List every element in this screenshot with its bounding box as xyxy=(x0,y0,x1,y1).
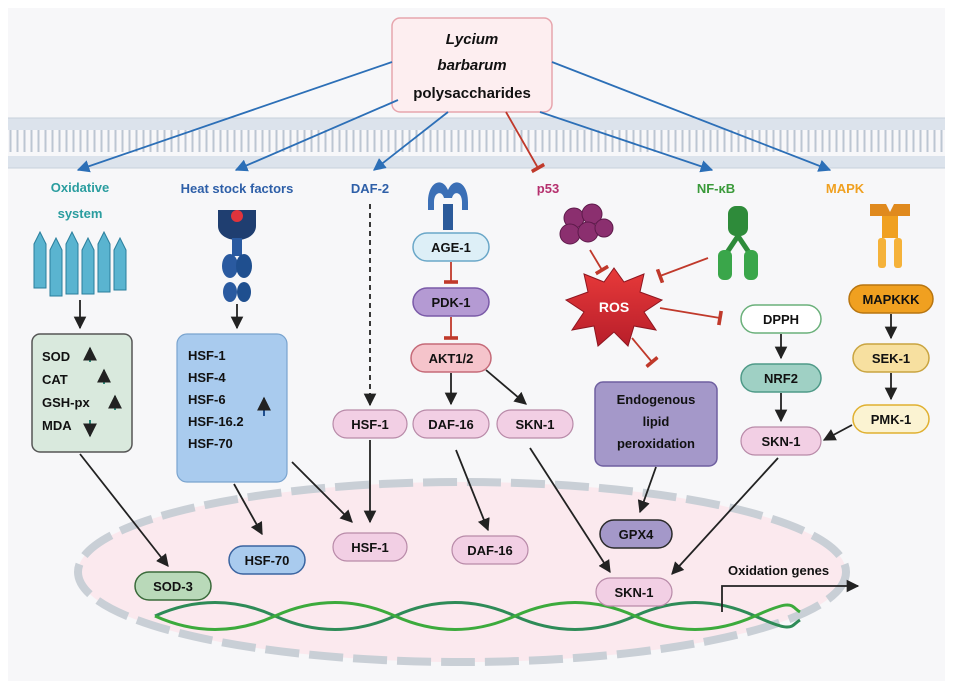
sod3-label: SOD-3 xyxy=(153,579,193,594)
heat-markers-box: HSF-1 HSF-4 HSF-6 HSF-16.2 HSF-70 xyxy=(176,333,288,483)
oxidative-markers-box: SOD CAT GSH-px MDA xyxy=(31,333,133,453)
skn1-nuc-node: SKN-1 xyxy=(595,577,673,607)
lipid-peroxidation-box: Endogenous lipid peroxidation xyxy=(594,381,718,467)
akt-label: AKT1/2 xyxy=(429,351,474,366)
pdk1-node: PDK-1 xyxy=(412,287,490,317)
transcription-arrow xyxy=(721,579,860,612)
daf16-nuc-node: DAF-16 xyxy=(451,535,529,565)
pmk1-label: PMK-1 xyxy=(871,412,911,427)
dpph-label: DPPH xyxy=(763,312,799,327)
inhibit-nfkb-ros xyxy=(655,257,709,284)
ros-star-icon: ROS xyxy=(564,267,664,347)
skn1-cyt-label: SKN-1 xyxy=(515,417,554,432)
gpx4-node: GPX4 xyxy=(599,519,673,549)
hsf1-nuc-node: HSF-1 xyxy=(332,532,408,562)
label-oxidative-2: system xyxy=(58,206,103,221)
source-line-1: Lycium xyxy=(446,31,499,48)
marker-hsf1: HSF-1 xyxy=(188,348,226,363)
dpph-node: DPPH xyxy=(740,304,822,334)
inhibit-p53-ros xyxy=(589,249,610,276)
p53-inhibit-arrow xyxy=(505,111,546,174)
akt-node: AKT1/2 xyxy=(410,343,492,373)
marker-cat: CAT xyxy=(42,372,68,387)
marker-hsf70: HSF-70 xyxy=(188,436,233,451)
sod3-node: SOD-3 xyxy=(134,571,212,601)
arrow-lipid-gpx4 xyxy=(637,466,657,514)
ros-label: ROS xyxy=(599,299,629,315)
cell-membrane xyxy=(8,117,945,169)
nrf2-label: NRF2 xyxy=(764,371,798,386)
p53-cluster-icon xyxy=(559,203,614,245)
mapkkk-label: MAPKKK xyxy=(862,292,920,307)
marker-hsf6: HSF-6 xyxy=(188,392,226,407)
label-oxidative-1: Oxidative xyxy=(51,180,110,195)
nfkb-receptor-icon xyxy=(718,206,758,280)
pmk1-node: PMK-1 xyxy=(852,404,930,434)
marker-sod: SOD xyxy=(42,349,70,364)
label-heat-stock-factors: Heat stock factors xyxy=(181,181,294,196)
daf16-cyt-label: DAF-16 xyxy=(428,417,474,432)
hsf1-cyt-label: HSF-1 xyxy=(351,417,389,432)
label-nfkb: NF-κB xyxy=(697,181,735,196)
marker-hsf16-2: HSF-16.2 xyxy=(188,414,244,429)
hsf1-cyt-node: HSF-1 xyxy=(332,409,408,439)
lipid-line-1: Endogenous xyxy=(617,392,696,407)
source-box: Lycium barbarum polysaccharides xyxy=(391,17,553,113)
inhibit-ros-lipid xyxy=(631,337,659,368)
heat-shock-receptor-icon xyxy=(218,210,256,302)
daf2-receptor-icon xyxy=(428,182,468,230)
arrow-akt-skn1 xyxy=(485,369,527,405)
hsf1-nuc-label: HSF-1 xyxy=(351,540,389,555)
source-line-3: polysaccharides xyxy=(413,85,531,102)
mapkkk-node: MAPKKK xyxy=(848,284,934,314)
age1-label: AGE-1 xyxy=(431,240,471,255)
oxidation-genes-label: Oxidation genes xyxy=(728,563,829,578)
label-mapk: MAPK xyxy=(826,181,865,196)
daf16-nuc-label: DAF-16 xyxy=(467,543,513,558)
hsf70-nuc-node: HSF-70 xyxy=(228,545,306,575)
label-p53: p53 xyxy=(537,181,559,196)
marker-mda: MDA xyxy=(42,418,72,433)
sek1-node: SEK-1 xyxy=(852,343,930,373)
nrf2-node: NRF2 xyxy=(740,363,822,393)
source-line-2: barbarum xyxy=(437,57,506,74)
nuclear-arrows xyxy=(79,440,779,575)
source-arrows xyxy=(76,61,832,173)
lipid-line-2: lipid xyxy=(643,414,670,429)
dna-helix-icon xyxy=(154,601,801,631)
marker-gsh-px: GSH-px xyxy=(42,395,90,410)
gpx4-label: GPX4 xyxy=(619,527,654,542)
arrow-pmk1-skn1 xyxy=(822,424,853,441)
marker-hsf4: HSF-4 xyxy=(188,370,226,385)
lipid-line-3: peroxidation xyxy=(617,436,695,451)
label-daf2: DAF-2 xyxy=(351,181,389,196)
oxidative-protein-icon xyxy=(33,230,127,297)
hsf70-nuc-label: HSF-70 xyxy=(245,553,290,568)
age1-node: AGE-1 xyxy=(412,232,490,262)
sek1-label: SEK-1 xyxy=(872,351,910,366)
skn1-nrf-label: SKN-1 xyxy=(761,434,800,449)
skn1-nrf-node: SKN-1 xyxy=(740,426,822,456)
inhibit-ros-dpph xyxy=(659,307,723,326)
skn1-cyt-node: SKN-1 xyxy=(496,409,574,439)
pdk1-label: PDK-1 xyxy=(431,295,470,310)
skn1-nuc-label: SKN-1 xyxy=(614,585,653,600)
mapk-receptor-icon xyxy=(870,204,910,268)
daf16-cyt-node: DAF-16 xyxy=(412,409,490,439)
